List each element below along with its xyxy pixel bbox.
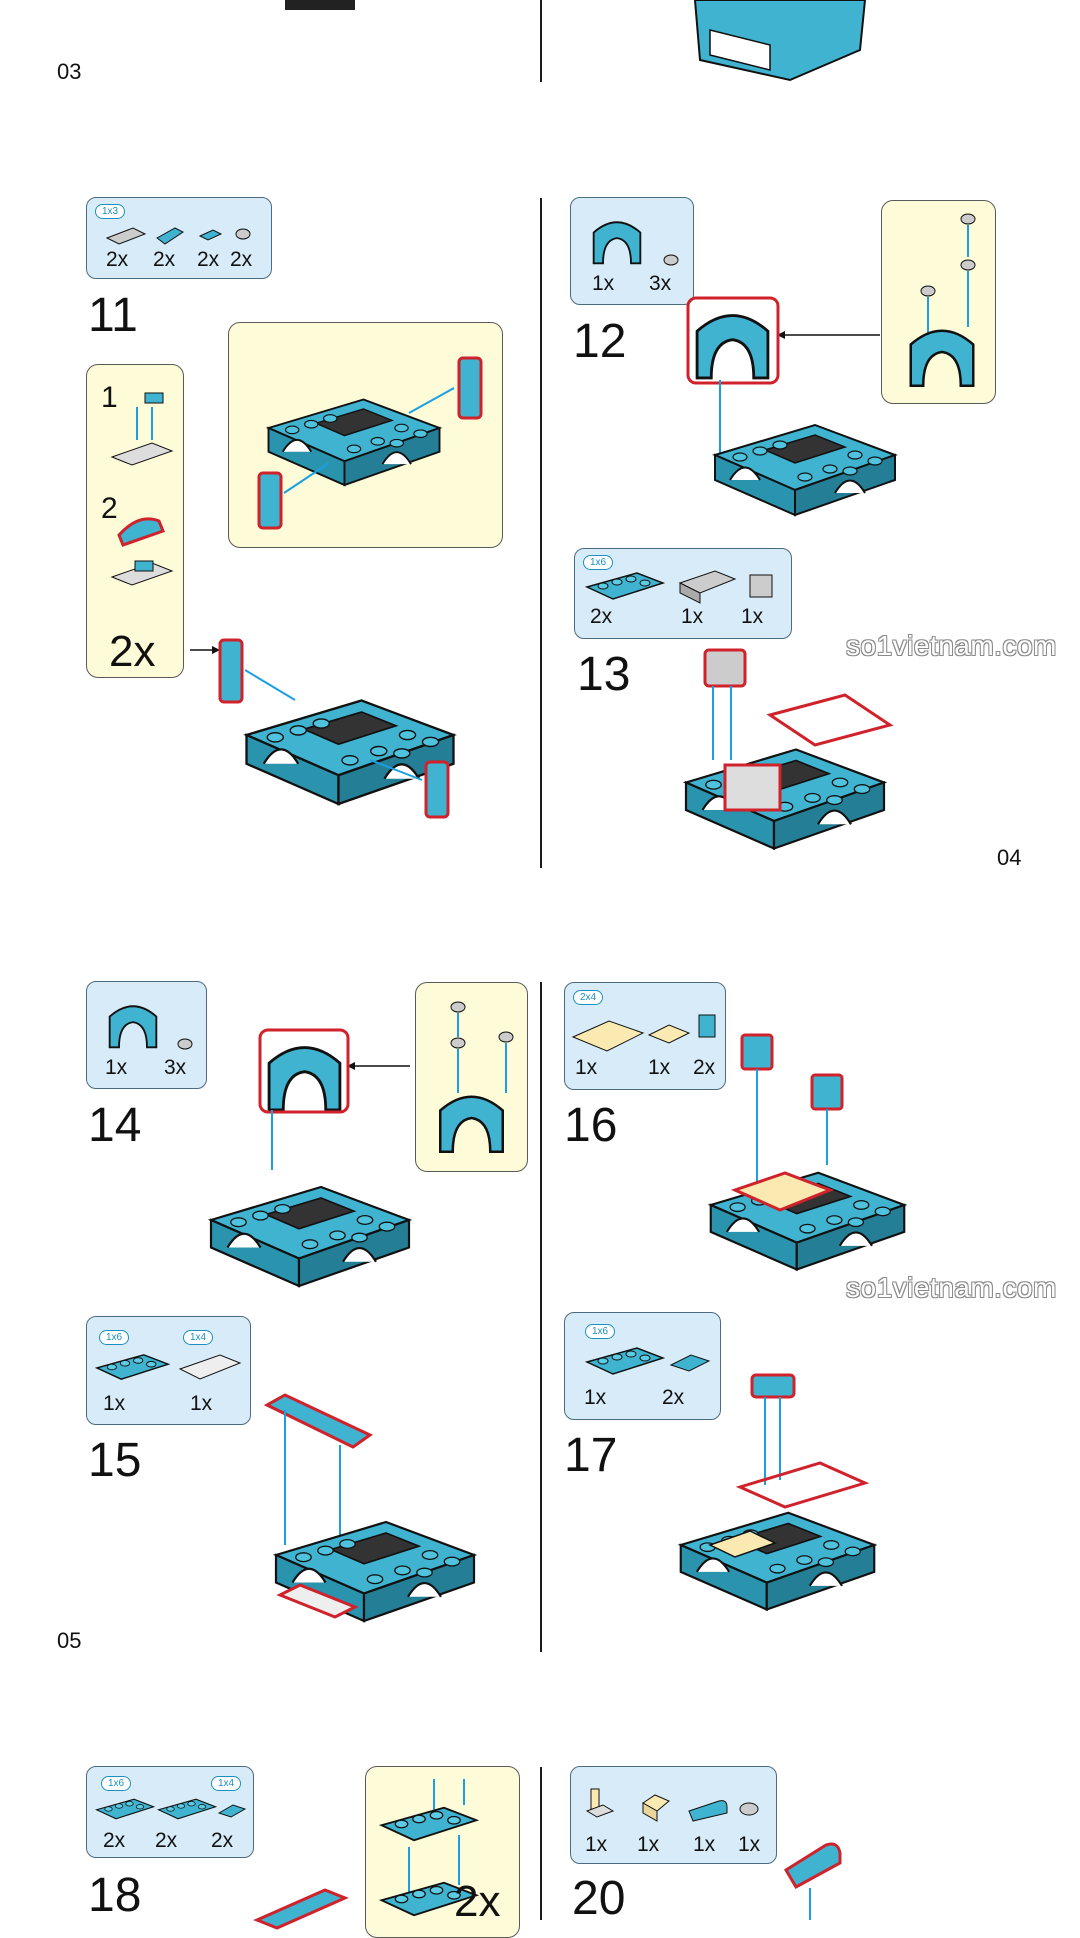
step-14-number: 14 bbox=[88, 1099, 142, 1152]
step-11-qty-4: 2x bbox=[230, 248, 253, 271]
step-12-number: 12 bbox=[573, 315, 627, 368]
step-14-parts-box: 1x 3x bbox=[86, 981, 207, 1089]
step-16-parts-icons bbox=[571, 1014, 716, 1052]
column-divider-row3 bbox=[540, 982, 542, 1652]
step-16-qty-3: 2x bbox=[693, 1056, 716, 1079]
step-11-qty-1: 2x bbox=[106, 248, 129, 271]
step-15-parts-box: 1x6 1x4 1x 1x bbox=[86, 1316, 251, 1425]
step-13-qty-3: 1x bbox=[741, 605, 764, 628]
top-partial-model bbox=[693, 0, 867, 82]
step-14-parts-icons bbox=[108, 1005, 193, 1050]
step-18-detail-callout: 2x bbox=[365, 1766, 520, 1938]
step-18-size-tag-2: 1x4 bbox=[211, 1776, 242, 1791]
step-11-size-tag: 1x3 bbox=[95, 204, 126, 219]
step-18-number: 18 bbox=[88, 1869, 142, 1922]
step-13-size-tag: 1x6 bbox=[583, 555, 614, 570]
watermark-row2: so1vietnam.com bbox=[846, 630, 1057, 661]
step-20-number: 20 bbox=[572, 1872, 626, 1925]
step-14-detail-callout bbox=[415, 982, 528, 1172]
step-20-parts-icons bbox=[585, 1788, 759, 1822]
step-11-substep-art bbox=[110, 392, 174, 586]
step-13-qty-2: 1x bbox=[681, 605, 704, 628]
step-11-parts-icons bbox=[105, 227, 251, 245]
step-14-qty-2: 3x bbox=[164, 1056, 187, 1079]
step-18-main-model-partial bbox=[253, 1888, 349, 1930]
step-11-qty-3: 2x bbox=[197, 248, 220, 271]
step-20-main-model-partial bbox=[783, 1842, 842, 1920]
step-15-qty-2: 1x bbox=[190, 1392, 213, 1415]
step-20-qty-4: 1x bbox=[738, 1833, 761, 1856]
step-16-number: 16 bbox=[564, 1099, 618, 1152]
step-11-number: 11 bbox=[88, 289, 138, 342]
step-17-parts-box: 1x6 1x 2x bbox=[564, 1312, 721, 1420]
step-11-qty-2: 2x bbox=[153, 248, 176, 271]
step-12-main-model bbox=[686, 296, 897, 517]
step-15-parts-icons bbox=[96, 1354, 242, 1380]
step-12-parts-box: 1x 3x bbox=[570, 197, 694, 305]
step-11-detail-callout bbox=[228, 322, 503, 548]
step-12-detail-callout bbox=[881, 200, 996, 404]
step-14-qty-1: 1x bbox=[105, 1056, 128, 1079]
step-18-detail-art bbox=[380, 1779, 478, 1917]
step-14-main-model bbox=[209, 1028, 411, 1288]
step-11-substep-2: 2 bbox=[101, 492, 118, 525]
column-divider-row2 bbox=[540, 198, 542, 868]
step-12-qty-2: 3x bbox=[649, 272, 672, 295]
step-17-qty-2: 2x bbox=[662, 1386, 685, 1409]
step-11-detail-model bbox=[257, 356, 483, 530]
step-15-qty-1: 1x bbox=[103, 1392, 126, 1415]
step-11-repeat-count: 2x bbox=[109, 627, 156, 676]
watermark-row3: so1vietnam.com bbox=[846, 1272, 1057, 1303]
step-18-parts-box: 1x6 1x4 2x 2x 2x bbox=[86, 1766, 254, 1858]
step-13-parts-icons bbox=[586, 570, 773, 604]
step-12-parts-icons bbox=[592, 221, 679, 266]
step-16-size-tag: 2x4 bbox=[573, 990, 604, 1005]
column-divider-top bbox=[540, 0, 542, 82]
step-18-qty-3: 2x bbox=[211, 1829, 234, 1852]
step-16-parts-box: 2x4 1x 1x 2x bbox=[564, 982, 726, 1090]
step-16-main-model bbox=[709, 1033, 906, 1271]
step-15-number: 15 bbox=[88, 1434, 142, 1487]
step-11-parts-box: 1x3 2x 2x 2x 2x bbox=[86, 197, 272, 279]
step-16-qty-2: 1x bbox=[648, 1056, 671, 1079]
page-number-04: 04 bbox=[997, 845, 1022, 870]
step-18-qty-1: 2x bbox=[103, 1829, 126, 1852]
step-11-substep-callout: 1 2 2x bbox=[86, 364, 184, 678]
step-14-detail-art bbox=[438, 1001, 514, 1154]
step-20-parts-box: 1x 1x 1x 1x bbox=[570, 1766, 777, 1864]
step-11-substep-1: 1 bbox=[101, 381, 118, 414]
step-18-size-tag-1: 1x6 bbox=[101, 1776, 132, 1791]
step-18-qty-2: 2x bbox=[155, 1829, 178, 1852]
step-16-qty-1: 1x bbox=[575, 1056, 598, 1079]
step-15-size-tag-2: 1x4 bbox=[183, 1330, 214, 1345]
step-13-number: 13 bbox=[577, 648, 631, 701]
step-12-qty-1: 1x bbox=[592, 272, 615, 295]
page-number-03: 03 bbox=[57, 59, 82, 84]
step-11-main-model bbox=[190, 638, 455, 819]
step-13-main-model bbox=[684, 648, 894, 850]
step-13-parts-box: 1x6 2x 1x 1x bbox=[574, 548, 792, 639]
column-divider-row4 bbox=[540, 1767, 542, 1920]
page-number-05: 05 bbox=[57, 1628, 82, 1653]
step-20-qty-1: 1x bbox=[585, 1833, 608, 1856]
step-18-parts-icons bbox=[95, 1798, 247, 1820]
top-partial-studs bbox=[285, 0, 355, 10]
step-13-qty-1: 2x bbox=[590, 605, 613, 628]
step-20-qty-3: 1x bbox=[693, 1833, 716, 1856]
step-20-qty-2: 1x bbox=[637, 1833, 660, 1856]
step-15-size-tag-1: 1x6 bbox=[99, 1330, 130, 1345]
step-12-detail-art bbox=[909, 213, 976, 388]
step-17-number: 17 bbox=[564, 1429, 618, 1482]
step-18-repeat-count: 2x bbox=[454, 1877, 501, 1926]
step-17-parts-icons bbox=[586, 1347, 711, 1375]
step-17-qty-1: 1x bbox=[584, 1386, 607, 1409]
step-15-main-model bbox=[263, 1393, 476, 1623]
step-17-size-tag: 1x6 bbox=[585, 1324, 616, 1339]
step-17-main-model bbox=[679, 1373, 876, 1611]
